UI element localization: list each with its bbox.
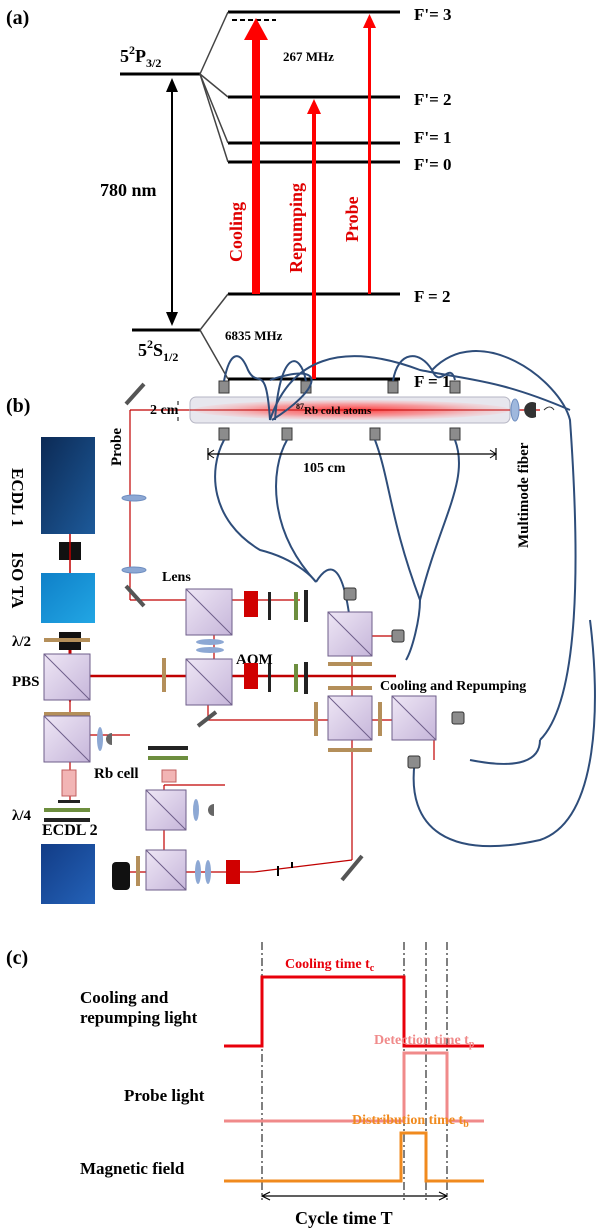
ta-label: TA: [8, 586, 27, 609]
mirror: [340, 854, 364, 882]
size-label: 2 cm: [150, 403, 179, 418]
row-label: repumping light: [80, 1008, 198, 1027]
repumping-arrow: [312, 112, 316, 379]
aom-crystal: [226, 860, 240, 884]
lens: [196, 647, 224, 653]
ecdl2-label: ECDL 2: [42, 822, 98, 839]
rb-cell-label: Rb cell: [94, 766, 139, 782]
row-label: Cooling and: [80, 988, 169, 1007]
cooling-label: Cooling: [226, 202, 246, 262]
quarter-wave-plate: [294, 592, 298, 620]
panel-b-tag: (b): [6, 395, 30, 417]
mirror: [124, 584, 146, 608]
wavelength-label: 780 nm: [100, 180, 157, 200]
photodiode-icon: [208, 804, 214, 816]
ta-box: [41, 573, 95, 623]
fiber-bundle: [214, 350, 596, 848]
cycle-label: Cycle time T: [295, 1208, 393, 1228]
mirror: [124, 382, 146, 406]
level-label: F'= 1: [414, 128, 452, 147]
level-label: F'= 3: [414, 5, 452, 24]
fiber-collimators: [218, 380, 461, 441]
detector-icon: [524, 402, 536, 418]
cooling-trace: [224, 975, 484, 1048]
ecdl2-coupler: [112, 862, 130, 890]
distribution-time-label: Distribution time tb: [352, 1113, 469, 1130]
chamber-lens: [510, 398, 520, 422]
level-label: F'= 0: [414, 155, 452, 174]
atoms-label: 87Rb cold atoms: [296, 402, 372, 417]
fiber-coupler: [343, 587, 357, 601]
magnetic-trace: [224, 1131, 484, 1183]
panel-c-tag: (c): [6, 947, 28, 969]
rb-cell: [161, 769, 177, 783]
cooling-repumping-label: Cooling and Repumping: [380, 679, 526, 694]
lens-label: Lens: [162, 570, 191, 585]
probe-label: Probe: [342, 196, 362, 242]
ecdl1-box: [41, 437, 95, 534]
ground-state-label: 52S1/2: [138, 337, 178, 364]
mirror: [304, 590, 308, 622]
mirror: [196, 710, 218, 728]
fiber-coupler: [391, 629, 405, 643]
aom-crystal: [244, 663, 258, 689]
fiber-coupler: [407, 755, 421, 769]
lens: [196, 639, 224, 645]
level-label: F'= 2: [414, 90, 452, 109]
detection-time-label: Detection time tp: [374, 1033, 475, 1050]
row-label: Probe light: [124, 1086, 205, 1105]
hf-excited-label: 267 MHz: [283, 49, 334, 64]
excited-state-label: 52P3/2: [120, 43, 161, 70]
pbs-label: PBS: [12, 674, 40, 690]
half-wave-plate: [162, 658, 166, 692]
probe-trace: [224, 1051, 484, 1123]
lens: [121, 494, 147, 502]
hf-ground-label: 6835 MHz: [225, 328, 283, 343]
length-label: 105 cm: [303, 461, 346, 476]
row-label: Magnetic field: [80, 1159, 185, 1178]
level-label: F = 2: [414, 287, 450, 306]
panel-c: (c) Cooling and repumping light Probe li…: [6, 942, 484, 1228]
fiber-label: Multimode fiber: [516, 442, 532, 548]
probe-arrow: [368, 26, 371, 294]
panel-a-tag: (a): [6, 7, 29, 29]
rb-cell: [61, 769, 77, 797]
fiber-coupler: [451, 711, 465, 725]
half-wave-label: λ/2: [12, 634, 31, 650]
lens: [121, 566, 147, 574]
aom-crystal: [244, 591, 258, 617]
ecdl1-label: ECDL 1: [8, 468, 27, 527]
panel-b: (b) ECDL 1 ISO TA ECDL 2: [6, 350, 596, 904]
iso-label: ISO: [8, 552, 27, 581]
panel-a: (a) 52P3/2 52S1/2 780 nm 267 MHz 6835 MH…: [6, 5, 452, 391]
cooling-arrow: [252, 34, 260, 294]
photodiode-icon: [106, 733, 112, 745]
cooling-time-label: Cooling time tc: [285, 957, 375, 974]
ecdl2-box: [41, 844, 95, 904]
quarter-wave-label: λ/4: [12, 808, 32, 824]
repumping-label: Repumping: [286, 183, 306, 273]
probe-label: Probe: [109, 428, 125, 466]
